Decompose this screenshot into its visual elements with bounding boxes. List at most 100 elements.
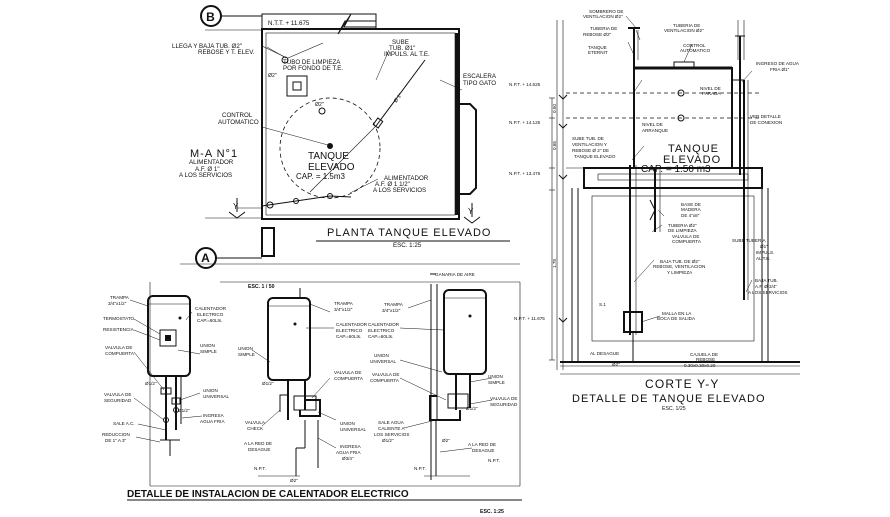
y-left: Y xyxy=(233,202,239,211)
h2-trampa2: 3/4"x1/2" xyxy=(334,307,353,312)
h3-valvula-s2: SEGURIDAD xyxy=(490,402,518,407)
h2-valvula-c2: COMPUERTA xyxy=(334,376,364,381)
heater-3 xyxy=(443,289,487,375)
h3-union-universal: UNION xyxy=(374,353,389,358)
heater-esc-top: ESC. 1 / 50 xyxy=(248,284,275,290)
heater-title: DETALLE DE INSTALACION DE CALENTADOR ELE… xyxy=(127,489,409,500)
tuberia-limpieza2: DE LIMPIEZA xyxy=(668,228,698,233)
heater-details: ESC. 1 / 50 GANARIA DE AIRE TRAMPA 3/4"x… xyxy=(102,272,522,515)
l-sombrero: SOMBRERO DE xyxy=(589,9,623,14)
l-tanque2: ETERNIT xyxy=(588,50,608,55)
l-tuberia-vent-right2: VENTILACION Ø2" xyxy=(664,28,704,33)
npt-13475: N.P.T. + 13.475 xyxy=(509,171,541,176)
h2-union-universal2: UNIVERSAL xyxy=(340,427,366,432)
control-label-2: AUTOMATICO xyxy=(218,119,259,126)
h1-calentador3: CAP.=60Lts. xyxy=(197,318,222,323)
baja-tub-r2: A.F. Ø 3/4" xyxy=(755,284,777,289)
y-right: Y xyxy=(468,207,474,216)
h3-d2: Ø2" xyxy=(442,438,450,443)
h3-sale-caliente4: Ø1/2" xyxy=(382,438,394,443)
h3-union-simple2: SIMPLE xyxy=(488,380,505,385)
heater-ganaria: GANARIA DE AIRE xyxy=(435,272,475,277)
alim-label-3: A LOS SERVICIOS xyxy=(373,187,426,194)
h2-red-desague2: DESAGUE xyxy=(248,447,270,452)
section-view: SOMBRERO DE VENTILACION Ø2" TUBERIA DE R… xyxy=(509,9,800,412)
h3-sale-caliente: SALE AGUA xyxy=(378,420,405,425)
npt-14125: N.P.T. + 14.125 xyxy=(509,120,541,125)
plan-tank-label-1: TANQUE xyxy=(308,151,349,162)
baja-tub2: REBOSE, VENTILACION xyxy=(653,264,705,269)
nivel-parada: NIVEL DE xyxy=(700,86,721,91)
dim-065: 0.65 xyxy=(552,141,557,150)
section-scale: ESC. 1/25 xyxy=(662,406,686,412)
h2-red-desague: A LA RED DE xyxy=(244,441,272,446)
cajuela xyxy=(623,311,643,333)
h1-valvula-s: VALVULA DE xyxy=(104,392,131,397)
plan-view: B N.T.T. + 11.675 xyxy=(172,5,520,269)
section-title-1: CORTE Y-Y xyxy=(645,377,720,391)
ma-label-1: ALIMENTADOR xyxy=(189,159,234,166)
baja-tub-r: BAJA TUB. xyxy=(755,278,778,283)
cajuela-label3: 0.30x0.30x0.20 xyxy=(684,363,716,368)
cajuela-label: CAJUELA DE xyxy=(690,352,718,357)
h3-calentador: CALENTADOR xyxy=(368,322,400,327)
l-ingreso2: FRIA Ø1" xyxy=(770,67,790,72)
nivel-arranque: NIVEL DE xyxy=(642,122,663,127)
limpieza-label-2: POR FONDO DE T.E. xyxy=(283,65,343,72)
ladder xyxy=(459,103,477,195)
section-tank-cap: CAP. = 1.50 m3 xyxy=(641,164,711,175)
dim-2in-b: Ø2" xyxy=(315,102,324,108)
h3-red-desague2: DESAGUE xyxy=(472,448,494,453)
h3-red-desague: A LA RED DE xyxy=(468,442,496,447)
h1-termostato: TERMOSTATO xyxy=(103,316,135,321)
llega-label-1: LLEGA Y BAJA TUB. Ø2" xyxy=(172,43,242,50)
llega-label-2: REBOSE Y T. ELEV. xyxy=(198,49,255,56)
h1-trampa: TRAMPA xyxy=(110,295,130,300)
ver-detalle: VER DETALLE xyxy=(750,114,781,119)
h3-valvula-c: VALVULA DE xyxy=(372,372,399,377)
h1-union-universal2: UNIVERSAL xyxy=(203,394,229,399)
plan-tank-cap: CAP. = 1.5m3 xyxy=(296,172,346,181)
h3-sale-caliente2: CALIENTE A xyxy=(378,426,405,431)
h1-reduccion: REDUCCION xyxy=(102,432,130,437)
h3-trampa: TRAMPA xyxy=(384,302,404,307)
h2-npt: N.P.T. xyxy=(254,466,266,471)
h3-npt: N.P.T. xyxy=(414,466,426,471)
h3-calentador2: ELECTRICO xyxy=(368,328,395,333)
sube-tuberia4: AL T.E. xyxy=(756,256,771,261)
h3-sale-caliente3: LOS SERVICIOS xyxy=(374,432,409,437)
h3-union-simple: UNION xyxy=(488,374,503,379)
baja-tub3: Y LIMPIEZA xyxy=(667,270,693,275)
h2-valvula-check2: CHECK xyxy=(247,426,264,431)
sube-tub3: REBOSE Ø 2" DE xyxy=(572,148,609,153)
h1-sale: SALE A.C. xyxy=(113,421,135,426)
section-title-2: DETALLE DE TANQUE ELEVADO xyxy=(572,393,766,405)
nivel-arranque2: ARRANQUE xyxy=(642,128,668,133)
h2-ingresa-fria: INGRESA xyxy=(340,444,362,449)
h2-calentador2: ELECTRICO xyxy=(336,328,363,333)
tuberia-limpieza: TUBERIA Ø2" xyxy=(668,223,697,228)
h1-valvula-c: VALVULA DE xyxy=(105,345,132,350)
h1-reduccion2: DE 1" A 3" xyxy=(105,438,127,443)
sube-tuberia: SUBE TUBERIA xyxy=(732,238,767,243)
h2-ingresa-fria2: AGUA FRIA xyxy=(336,450,361,455)
malla2: BOCA DE SALIDA xyxy=(657,316,696,321)
h1-trampa2: 3/4"x1/2" xyxy=(108,301,127,306)
h1-valvula-c2: COMPUERTA xyxy=(105,351,135,356)
l-control: CONTROL xyxy=(683,43,706,48)
dim-2in: Ø2" xyxy=(268,73,277,79)
cajuela-label2: REBOSE xyxy=(696,357,715,362)
dim-050: 0.50 xyxy=(552,104,557,113)
l-tuberia-rebose2: REBOSE Ø2" xyxy=(583,32,612,37)
l-control2: AUTOMATICO xyxy=(680,48,711,53)
h3-calentador3: CAP.=60Lts. xyxy=(368,334,393,339)
h1-ingresa: INGRESA xyxy=(203,413,225,418)
sube-label-1: SUBE xyxy=(392,39,409,46)
sube-tub2: VENTILACION Y xyxy=(572,142,607,147)
sube-label-2: TUB. Ø1" xyxy=(389,45,415,52)
heater-2 xyxy=(267,297,311,381)
sube-tub: SUBE TUB. DE xyxy=(572,136,604,141)
l-ingreso: INGRESO DE AGUA xyxy=(756,61,800,66)
h3-valvula-s: VALVULA DE xyxy=(490,396,517,401)
section-tank-label-1: TANQUE xyxy=(668,143,719,155)
